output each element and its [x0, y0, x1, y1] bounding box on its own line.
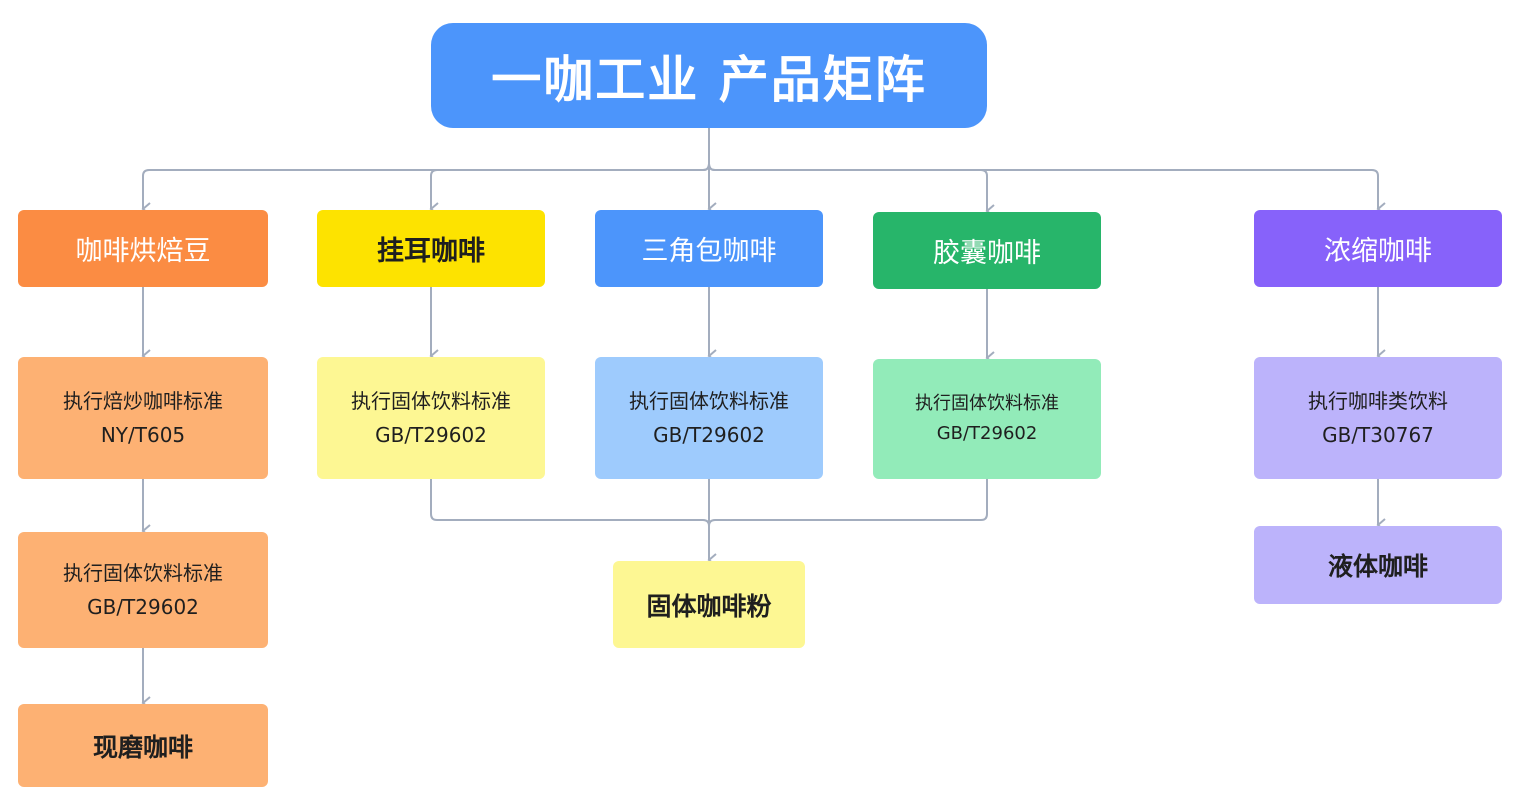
- result-fresh-ground: 现磨咖啡: [18, 704, 268, 787]
- standard-code: GB/T29602: [87, 595, 199, 619]
- result-solid-powder: 固体咖啡粉: [613, 561, 805, 648]
- standard-capsule: 执行固体饮料标准 GB/T29602: [873, 359, 1101, 479]
- standard-text: 执行焙炒咖啡标准: [63, 389, 223, 413]
- merge-capsule: [708, 479, 988, 527]
- category-roasted-beans: 咖啡烘焙豆: [18, 210, 268, 287]
- page-title: 一咖工业 产品矩阵: [431, 23, 987, 128]
- result-liquid: 液体咖啡: [1254, 526, 1502, 604]
- category-concentrate: 浓缩咖啡: [1254, 210, 1502, 287]
- standard-triangle: 执行固体饮料标准 GB/T29602: [595, 357, 823, 479]
- merge-drip: [430, 479, 710, 527]
- standard-code: NY/T605: [100, 423, 186, 447]
- standard-roast-ny: 执行焙炒咖啡标准 NY/T605: [18, 357, 268, 479]
- category-capsule: 胶囊咖啡: [873, 212, 1101, 289]
- category-drip-bag: 挂耳咖啡: [317, 210, 545, 287]
- branch-capsule: [708, 163, 995, 218]
- standard-concentrate: 执行咖啡类饮料 GB/T30767: [1254, 357, 1502, 479]
- standard-text: 执行固体饮料标准: [351, 389, 511, 413]
- standard-code: GB/T29602: [936, 423, 1038, 444]
- standard-code: GB/T30767: [1322, 423, 1434, 447]
- standard-code: GB/T29602: [375, 423, 487, 447]
- branch-drip: [429, 163, 710, 216]
- standard-text: 执行固体饮料标准: [63, 561, 223, 585]
- standard-roast-gb: 执行固体饮料标准 GB/T29602: [18, 532, 268, 648]
- standard-text: 执行固体饮料标准: [629, 389, 789, 413]
- standard-text: 执行咖啡类饮料: [1308, 389, 1448, 413]
- branch-concentrate: [708, 163, 1386, 216]
- category-triangle-bag: 三角包咖啡: [595, 210, 823, 287]
- standard-code: GB/T29602: [653, 423, 765, 447]
- standard-drip: 执行固体饮料标准 GB/T29602: [317, 357, 545, 479]
- standard-text: 执行固体饮料标准: [915, 393, 1059, 414]
